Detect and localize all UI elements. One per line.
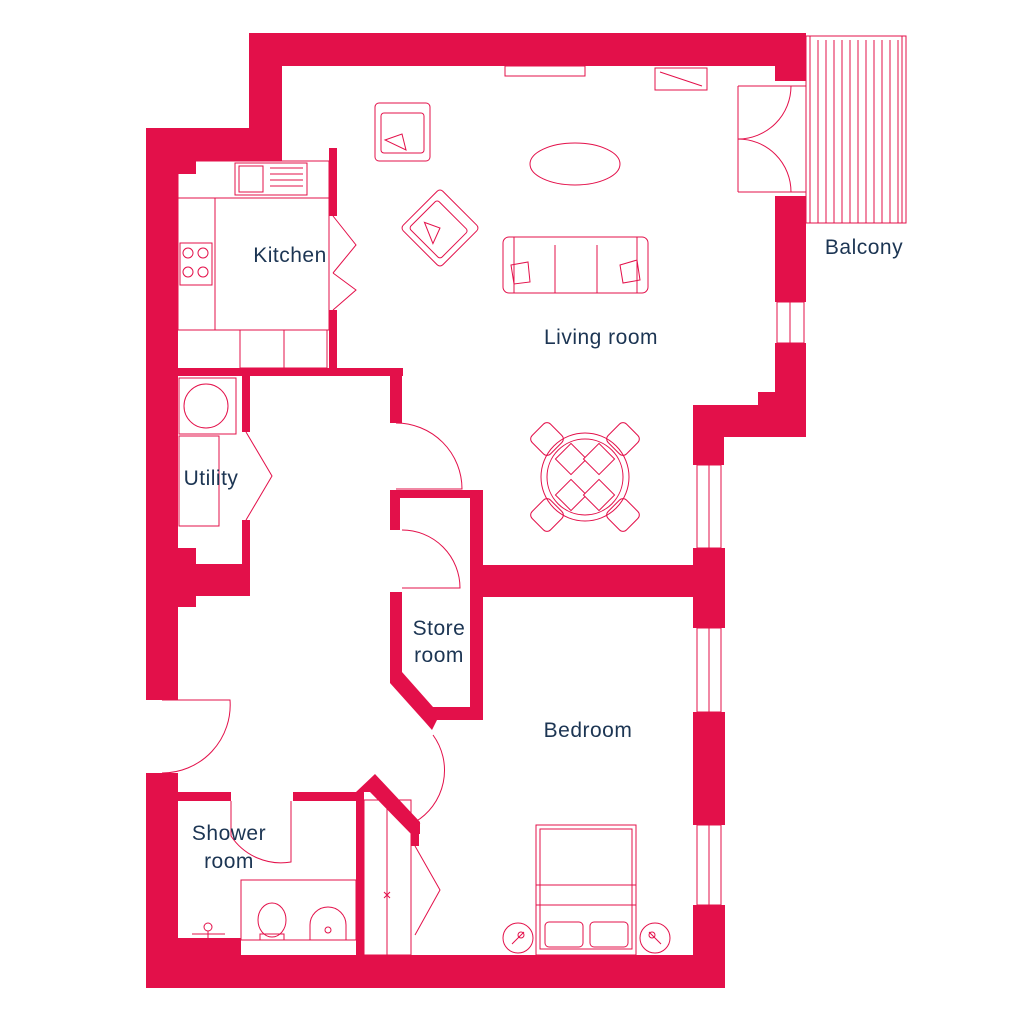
utility-fixtures xyxy=(178,377,237,527)
label-kitchen: Kitchen xyxy=(253,244,327,267)
wall-closet-angle xyxy=(356,774,420,834)
kitchen-fixtures xyxy=(177,160,330,369)
wall-kitchen-right-top xyxy=(329,148,337,216)
dining-table-icon xyxy=(530,422,640,532)
wall-balcony-pier-mid xyxy=(775,196,806,302)
toilet-icon xyxy=(257,902,287,941)
wall-shower-top-right xyxy=(293,792,363,801)
label-store-room-line1: Store xyxy=(413,617,466,640)
label-living-room: Living room xyxy=(544,326,658,349)
coffee-table-icon xyxy=(529,142,621,186)
wall-kitchen-bottom xyxy=(178,368,403,376)
wall-left-notch-top xyxy=(178,161,196,174)
basin-icon xyxy=(309,906,347,940)
wall-left-notch-util xyxy=(178,548,249,607)
label-shower-room-line2: room xyxy=(204,850,254,873)
wall-store-top xyxy=(390,490,483,498)
walls xyxy=(146,33,806,988)
wall-utility-right-top xyxy=(242,376,250,432)
bedside-lamp-icon xyxy=(639,922,671,954)
bedroom-furniture xyxy=(363,799,671,956)
wall-utility-right-bottom xyxy=(242,520,250,596)
armchair-icon xyxy=(374,102,431,162)
wall-left xyxy=(146,128,178,700)
wall-bottom xyxy=(146,955,725,988)
bedside-lamp-icon xyxy=(502,922,534,954)
doors xyxy=(161,85,806,936)
label-balcony: Balcony xyxy=(825,236,903,259)
label-shower-room-line1: Shower xyxy=(192,822,266,845)
wall-store-left xyxy=(390,592,483,730)
wall-top xyxy=(249,33,806,66)
wall-store-top-left xyxy=(390,490,400,530)
wall-bottom-left xyxy=(146,773,178,988)
wall-right-pier-2 xyxy=(693,712,725,825)
sink-icon xyxy=(234,162,308,196)
wall-balcony-pier-top xyxy=(775,33,806,81)
wall-kitchen-right-bottom xyxy=(329,310,337,368)
label-store-room-line2: room xyxy=(414,644,464,667)
shower-fixtures xyxy=(192,879,357,941)
label-utility: Utility xyxy=(184,467,239,490)
washing-machine-icon xyxy=(178,377,237,435)
room-labels: Kitchen Living room Balcony Utility Stor… xyxy=(184,236,903,873)
label-bedroom: Bedroom xyxy=(544,719,633,742)
windows xyxy=(504,65,805,906)
wall-bedroom-top xyxy=(470,565,725,597)
balcony-deck xyxy=(805,35,907,224)
hob-icon xyxy=(179,242,213,286)
living-furniture xyxy=(374,102,649,532)
armchair-icon xyxy=(401,189,479,267)
wall-living-corner xyxy=(693,392,806,465)
wall-store-right xyxy=(470,490,483,720)
wardrobe-icon xyxy=(363,799,412,956)
wall-hall-upper-right xyxy=(390,368,402,423)
bed-icon xyxy=(535,824,637,956)
wall-closet-right xyxy=(411,826,419,846)
wall-shower-top-left xyxy=(178,792,231,801)
sofa-icon xyxy=(502,236,649,294)
wall-closet-left xyxy=(356,792,364,955)
wall-shower-notch xyxy=(178,938,241,955)
shower-head-icon xyxy=(192,922,225,938)
